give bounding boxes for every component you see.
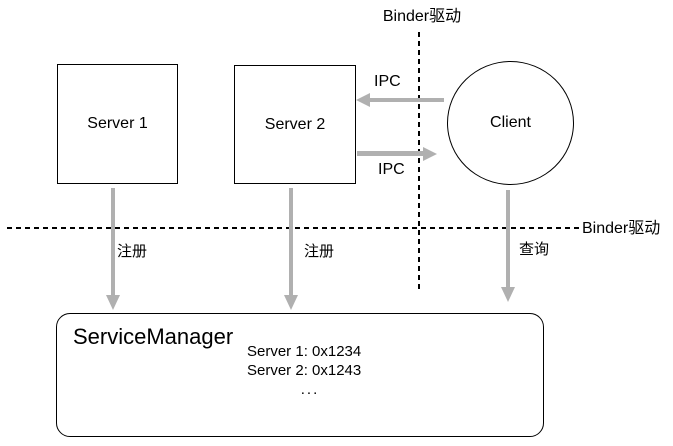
ipc-label-top: IPC [374, 73, 401, 90]
binder-driver-horizontal-boundary-line [7, 227, 580, 229]
client-label: Client [490, 114, 531, 131]
query-label-client: 查询 [519, 241, 550, 258]
registry-entry: Server 2: 0x1243 [247, 362, 362, 379]
service-manager-node: ServiceManager Server 1: 0x1234 Server 2… [56, 313, 544, 437]
register-label-server1: 注册 [117, 243, 148, 260]
register-arrow-server2-shaft [288, 188, 294, 296]
ipc-arrow-client-to-server2-head [356, 93, 370, 107]
register-arrow-server1-shaft [110, 188, 116, 296]
server2-label: Server 2 [264, 115, 326, 133]
ipc-label-bottom: IPC [378, 161, 405, 178]
register-arrow-server1-head [106, 295, 120, 310]
server1-label: Server 1 [87, 115, 148, 132]
server2-node: Server 2 [234, 65, 356, 184]
registry-entry-ellipsis: ... [300, 381, 320, 398]
service-manager-registry: Server 1: 0x1234 Server 2: 0x1243 ... [247, 342, 373, 399]
service-manager-title: ServiceManager [73, 324, 234, 349]
query-arrow-client-shaft [505, 190, 511, 288]
client-node: Client [447, 61, 574, 185]
register-arrow-server2-head [284, 295, 298, 310]
binder-driver-label-right: Binder驱动 [582, 220, 661, 237]
server1-node: Server 1 [57, 64, 178, 184]
binder-driver-vertical-boundary-line [418, 32, 420, 289]
binder-driver-label-top: Binder驱动 [382, 8, 462, 25]
ipc-arrow-server2-to-client-head [423, 146, 437, 161]
register-label-server2: 注册 [304, 243, 335, 260]
registry-entry: Server 1: 0x1234 [247, 343, 362, 360]
query-arrow-client-head [501, 287, 515, 302]
ipc-arrow-server2-to-client-shaft [357, 151, 424, 156]
ipc-arrow-client-to-server2-shaft [369, 97, 444, 103]
